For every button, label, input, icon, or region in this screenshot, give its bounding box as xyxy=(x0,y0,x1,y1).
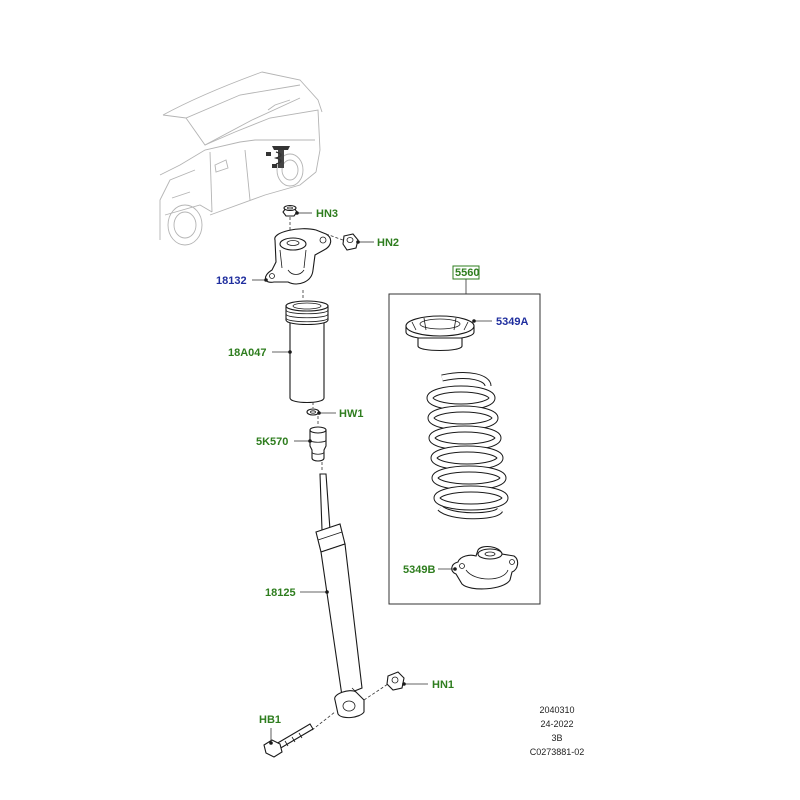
spring-seat-lower-5349b xyxy=(451,545,519,590)
label-hb1[interactable]: HB1 xyxy=(259,714,281,726)
coil-spring xyxy=(426,372,509,520)
reference-line-1: 2040310 xyxy=(539,705,574,715)
label-hw1[interactable]: HW1 xyxy=(339,408,363,420)
label-18132[interactable]: 18132 xyxy=(216,275,247,287)
spring-seat-upper-5349a xyxy=(405,315,475,352)
reference-line-2: 24-2022 xyxy=(540,719,573,729)
nut-hn2 xyxy=(342,233,359,251)
reference-line-4: C0273881-02 xyxy=(530,747,585,757)
washer-hw1 xyxy=(306,408,320,416)
top-mount-18132 xyxy=(264,228,332,285)
nut-hn3 xyxy=(282,204,298,217)
reference-block: 2040310 24-2022 3B C0273881-02 xyxy=(530,705,585,757)
label-5349b[interactable]: 5349B xyxy=(403,564,435,576)
bump-stop-5k570 xyxy=(309,426,327,462)
label-hn1[interactable]: HN1 xyxy=(432,679,454,691)
vehicle-illustration xyxy=(159,71,323,246)
label-5k570[interactable]: 5K570 xyxy=(256,436,288,448)
label-hn2[interactable]: HN2 xyxy=(377,237,399,249)
label-5349a[interactable]: 5349A xyxy=(496,316,528,328)
shock-absorber-18125 xyxy=(315,473,365,719)
label-5560[interactable]: 5560 xyxy=(455,267,479,279)
bolt-hb1 xyxy=(263,723,314,758)
label-18a047[interactable]: 18A047 xyxy=(228,347,267,359)
label-18125[interactable]: 18125 xyxy=(265,587,296,599)
suspension-location-icon xyxy=(266,146,290,168)
label-hn3[interactable]: HN3 xyxy=(316,208,338,220)
nut-hn1 xyxy=(386,671,405,691)
reference-line-3: 3B xyxy=(551,733,562,743)
kit-5560-frame xyxy=(388,293,541,605)
dust-cover-18a047 xyxy=(285,300,329,404)
